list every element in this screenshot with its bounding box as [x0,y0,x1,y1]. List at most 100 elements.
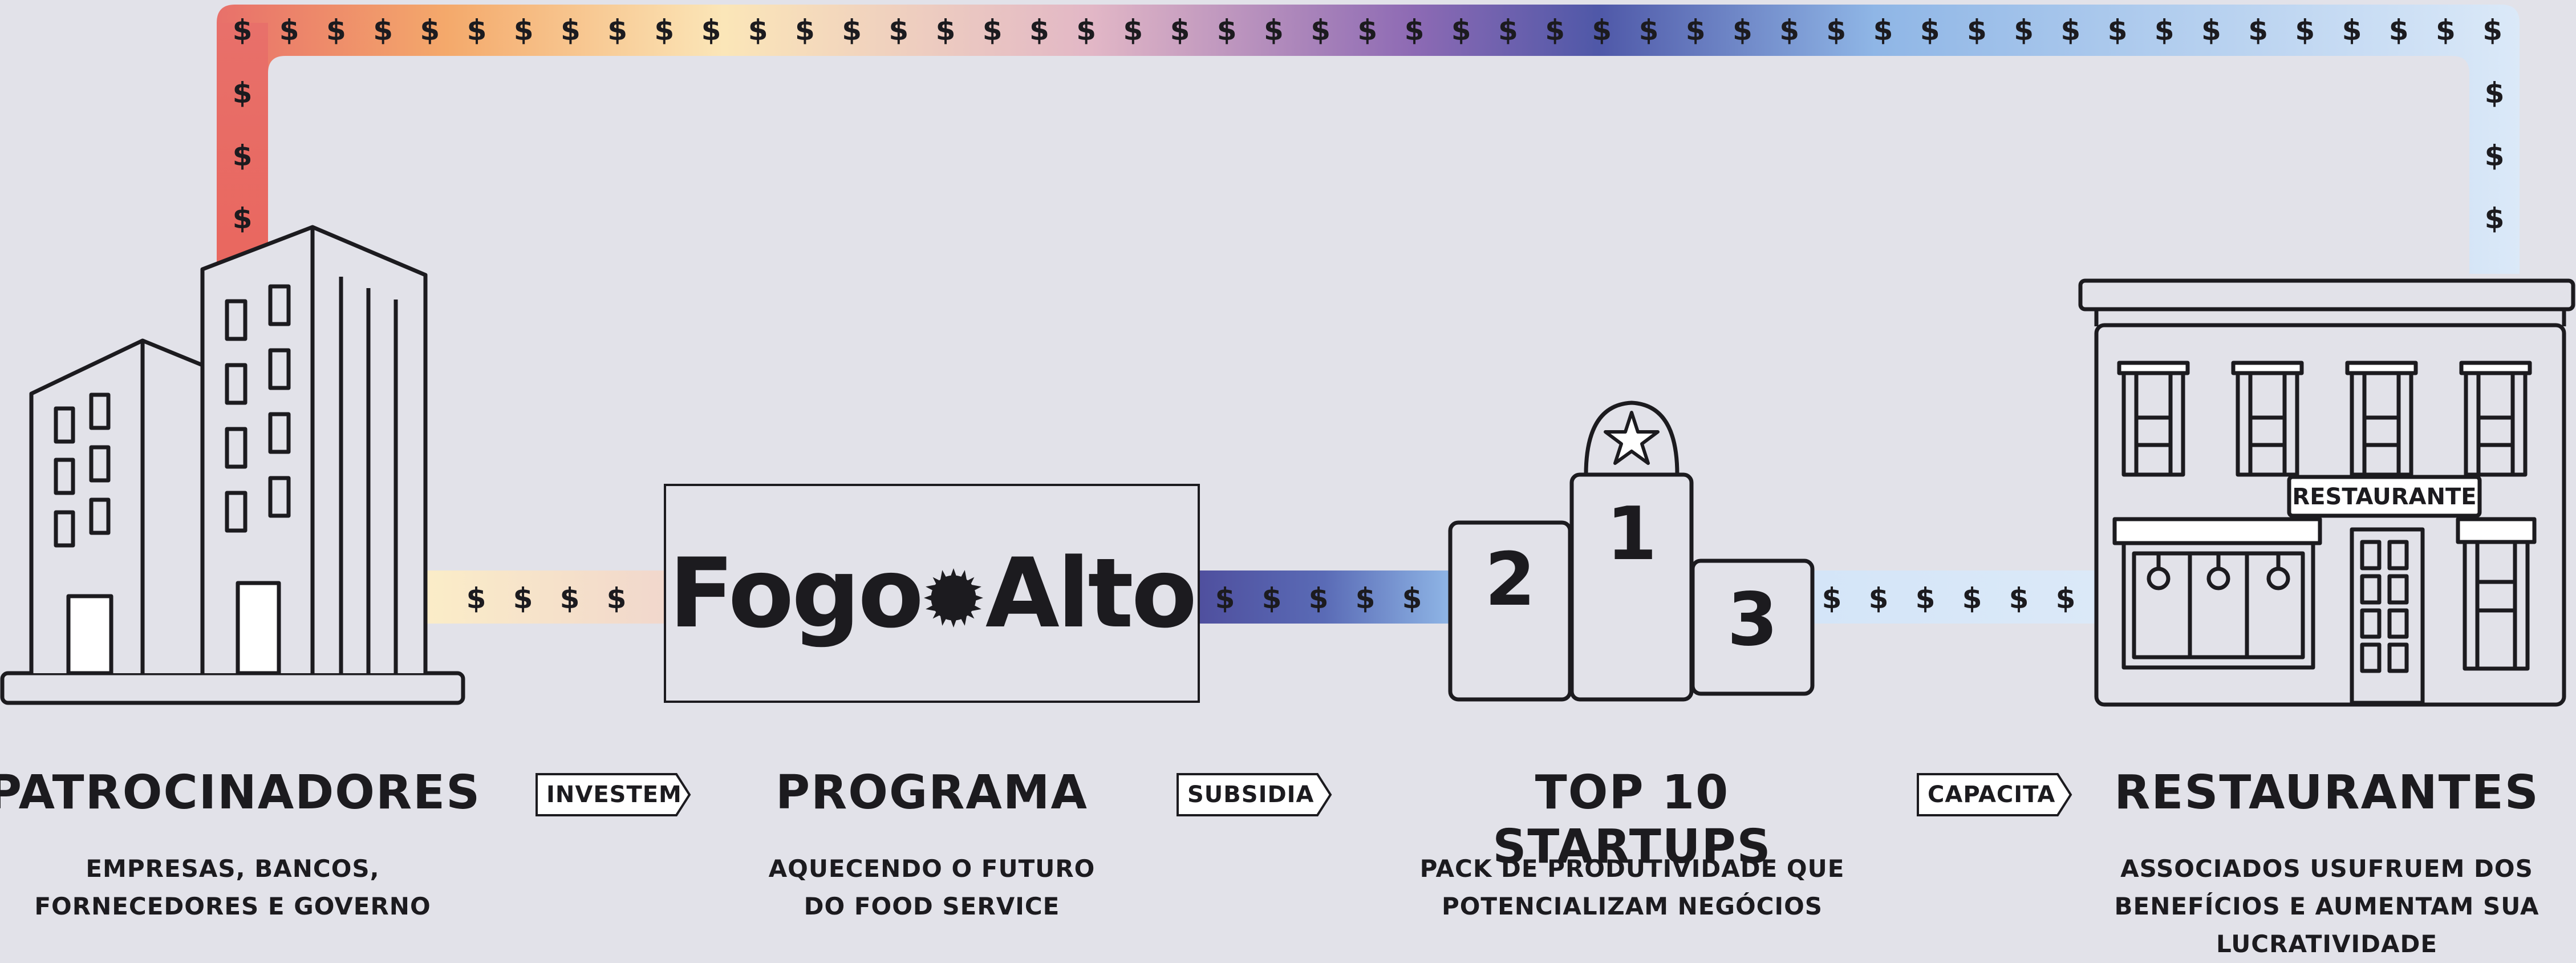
restaurants-description-line: ASSOCIADOS USUFRUEM DOS [2120,855,2533,883]
connector-train-label: CAPACITA [1928,782,2056,808]
dollar-sign: $ [2014,14,2034,47]
dollar-sign: $ [607,582,627,615]
dollar-sign: $ [2485,139,2505,172]
dollar-sign: $ [1639,14,1659,47]
logo-prefix: Fogo [668,537,924,649]
program-description-line: DO FOOD SERVICE [804,892,1060,920]
dollar-sign: $ [233,14,253,47]
dollar-sign: $ [1356,582,1376,615]
arrow-tag-shape [536,773,691,816]
dollar-sign: $ [701,14,721,47]
flow-band-train [1814,570,2096,624]
restaurant-sign: RESTAURANTE [2292,484,2476,510]
dollar-sign: $ [1311,14,1330,47]
dollar-sign: $ [983,14,1003,47]
sponsors-description-line: EMPRESAS, BANCOS, [86,855,380,883]
flow-band-invest [425,570,667,624]
dollar-sign: $ [1357,14,1377,47]
program-description-line: AQUECENDO O FUTURO [768,855,1096,883]
dollar-sign: $ [1309,582,1329,615]
money-flow-loop [217,5,2520,274]
startups-description-line: POTENCIALIZAM NEGÓCIOS [1441,892,1823,920]
dollar-sign: $ [2056,582,2076,615]
dollar-sign: $ [373,14,393,47]
dollar-sign: $ [1215,582,1235,615]
startups-title: TOP 10 STARTUPS [1492,766,1772,874]
dollar-sign: $ [607,14,627,47]
startups-description: PACK DE PRODUTIVIDADE QUE POTENCIALIZAM … [1387,850,1877,925]
sun-icon [923,568,983,628]
dollar-sign: $ [514,14,534,47]
dollar-sign: $ [513,582,533,615]
dollar-sign: $ [2108,14,2128,47]
dollar-sign: $ [1962,582,1982,615]
dollar-sign: $ [2009,582,2029,615]
dollar-sign: $ [1967,14,1987,47]
sponsors-description: EMPRESAS, BANCOS, FORNECEDORES E GOVERNO [0,850,478,925]
dollar-sign: $ [1869,582,1889,615]
dollar-sign: $ [1170,14,1190,47]
connector-subsidize-label: SUBSIDIA [1187,782,1315,808]
dollar-sign: $ [233,76,253,110]
arrow-tag-shape [1177,773,1332,816]
podium-icon [1448,400,1815,702]
dollar-sign: $ [1451,14,1471,47]
flow-band-subsidize [1198,570,1451,624]
dollar-sign: $ [2485,76,2505,110]
dollar-sign: $ [1029,14,1049,47]
dollar-sign: $ [2436,14,2456,47]
dollar-sign: $ [936,14,956,47]
podium-second-label: 2 [1484,537,1535,622]
dollar-sign: $ [889,14,908,47]
connector-invest-tag: INVESTEM [535,772,691,817]
dollar-sign: $ [748,14,768,47]
dollar-sign: $ [795,14,815,47]
dollar-sign: $ [2389,14,2409,47]
program-title: PROGRAMA [776,766,1088,820]
dollar-sign: $ [2482,14,2502,47]
dollar-sign: $ [2201,14,2221,47]
dollar-sign: $ [654,14,674,47]
restaurants-description-line: BENEFÍCIOS E AUMENTAM SUA [2114,892,2540,920]
dollar-sign: $ [1405,14,1425,47]
restaurants-title: RESTAURANTES [2114,766,2540,820]
startups-description-line: PACK DE PRODUTIVIDADE QUE [1419,855,1845,883]
dollar-sign: $ [1920,14,1940,47]
dollar-sign: $ [1123,14,1143,47]
loop-dollar-signs: $ $ $ $ $ $ $ $ $ $ $ $ $ $ $ $ $ $ $ $ $ $ $ $ $ $ $ $ $ $ $ $ $ $ $ $ $ $ $ $… [233,14,2505,235]
connector-subsidize-tag: SUBSIDIA [1176,772,1332,817]
restaurants-description: ASSOCIADOS USUFRUEM DOS BENEFÍCIOS E AUM… [2082,850,2572,963]
dollar-sign: $ [1264,14,1284,47]
dollar-sign: $ [466,582,486,615]
dollar-sign: $ [1779,14,1799,47]
dollar-sign: $ [1498,14,1518,47]
connector-train-tag: CAPACITA [1916,772,2072,817]
dollar-sign: $ [279,14,299,47]
podium-first-label: 1 [1606,492,1657,577]
program-description: AQUECENDO O FUTURO DO FOOD SERVICE [687,850,1177,925]
dollar-sign: $ [233,139,253,172]
dollar-sign: $ [233,202,253,235]
dollar-sign: $ [2060,14,2080,47]
dollar-sign: $ [2295,14,2315,47]
dollar-sign: $ [561,14,581,47]
dollar-sign: $ [1873,14,1893,47]
dollar-sign: $ [420,14,440,47]
dollar-sign: $ [1733,14,1753,47]
dollar-sign: $ [467,14,487,47]
dollar-sign: $ [2248,14,2268,47]
arrow-tag-shape [1917,773,2072,816]
dollar-sign: $ [1076,14,1096,47]
dollar-sign: $ [1826,14,1846,47]
sponsors-description-line: FORNECEDORES E GOVERNO [34,892,431,920]
dollar-sign: $ [1916,582,1936,615]
dollar-sign: $ [842,14,862,47]
dollar-sign: $ [1686,14,1706,47]
dollar-sign: $ [560,582,580,615]
dollar-sign: $ [2342,14,2362,47]
dollar-sign: $ [2155,14,2175,47]
podium-third-label: 3 [1727,577,1778,662]
office-buildings-icon [0,225,465,705]
dollar-sign: $ [1822,582,1842,615]
